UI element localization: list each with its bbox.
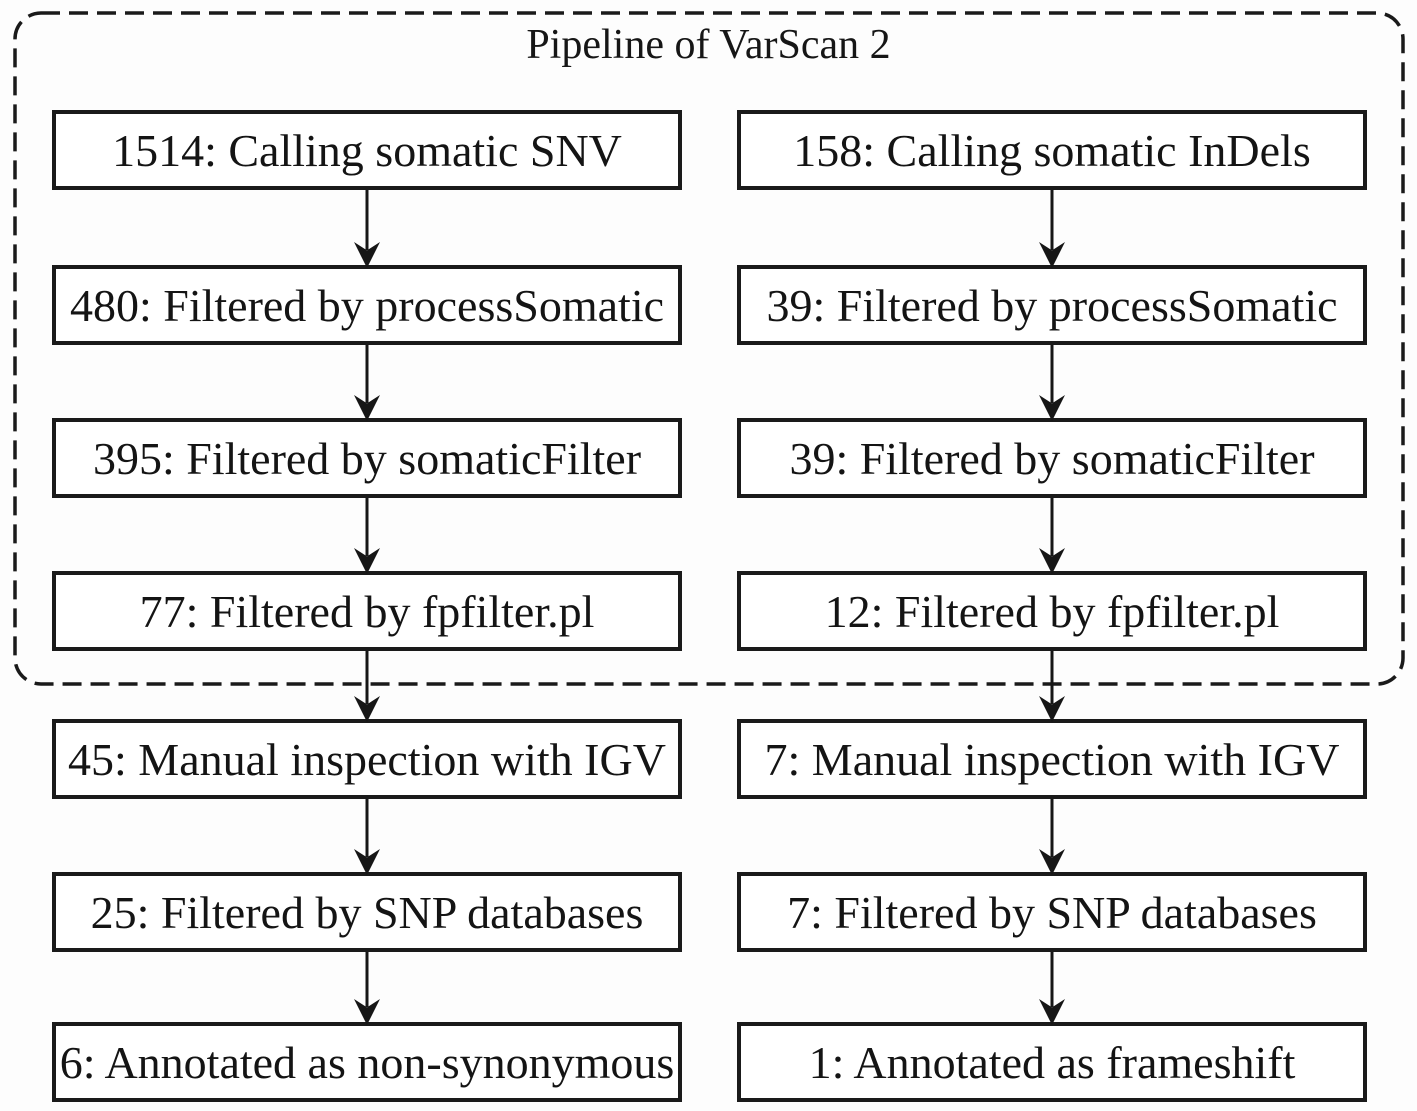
snv-step-somaticfilter-box: 395: Filtered by somaticFilter: [52, 418, 682, 498]
down-arrow-icon: [1039, 190, 1065, 268]
indel-step-processsomatic-box: 39: Filtered by processSomatic: [737, 265, 1367, 345]
indel-step-snpdb-box: 7: Filtered by SNP databases: [737, 872, 1367, 952]
down-arrow-icon: [1039, 799, 1065, 875]
diagram-title: Pipeline of VarScan 2: [526, 22, 891, 68]
down-arrow-icon: [354, 498, 380, 574]
snv-step-calling-box: 1514: Calling somatic SNV: [52, 110, 682, 190]
down-arrow-icon: [354, 190, 380, 268]
snv-step-igv-box: 45: Manual inspection with IGV: [52, 719, 682, 799]
indel-step-somaticfilter-box: 39: Filtered by somaticFilter: [737, 418, 1367, 498]
down-arrow-icon: [354, 952, 380, 1025]
down-arrow-icon: [354, 799, 380, 875]
indel-step-annotated-box: 1: Annotated as frameshift: [737, 1022, 1367, 1102]
down-arrow-icon: [1039, 651, 1065, 722]
down-arrow-icon: [1039, 952, 1065, 1025]
dashed-rect-border: [13, 11, 1405, 686]
snv-step-annotated-box: 6: Annotated as non-synonymous: [52, 1022, 682, 1102]
down-arrow-icon: [354, 345, 380, 421]
indel-step-igv-box: 7: Manual inspection with IGV: [737, 719, 1367, 799]
down-arrow-icon: [354, 651, 380, 722]
indel-step-fpfilter-box: 12: Filtered by fpfilter.pl: [737, 571, 1367, 651]
down-arrow-icon: [1039, 498, 1065, 574]
indel-step-calling-box: 158: Calling somatic InDels: [737, 110, 1367, 190]
snv-step-snpdb-box: 25: Filtered by SNP databases: [52, 872, 682, 952]
snv-step-fpfilter-box: 77: Filtered by fpfilter.pl: [52, 571, 682, 651]
snv-step-processsomatic-box: 480: Filtered by processSomatic: [52, 265, 682, 345]
down-arrow-icon: [1039, 345, 1065, 421]
